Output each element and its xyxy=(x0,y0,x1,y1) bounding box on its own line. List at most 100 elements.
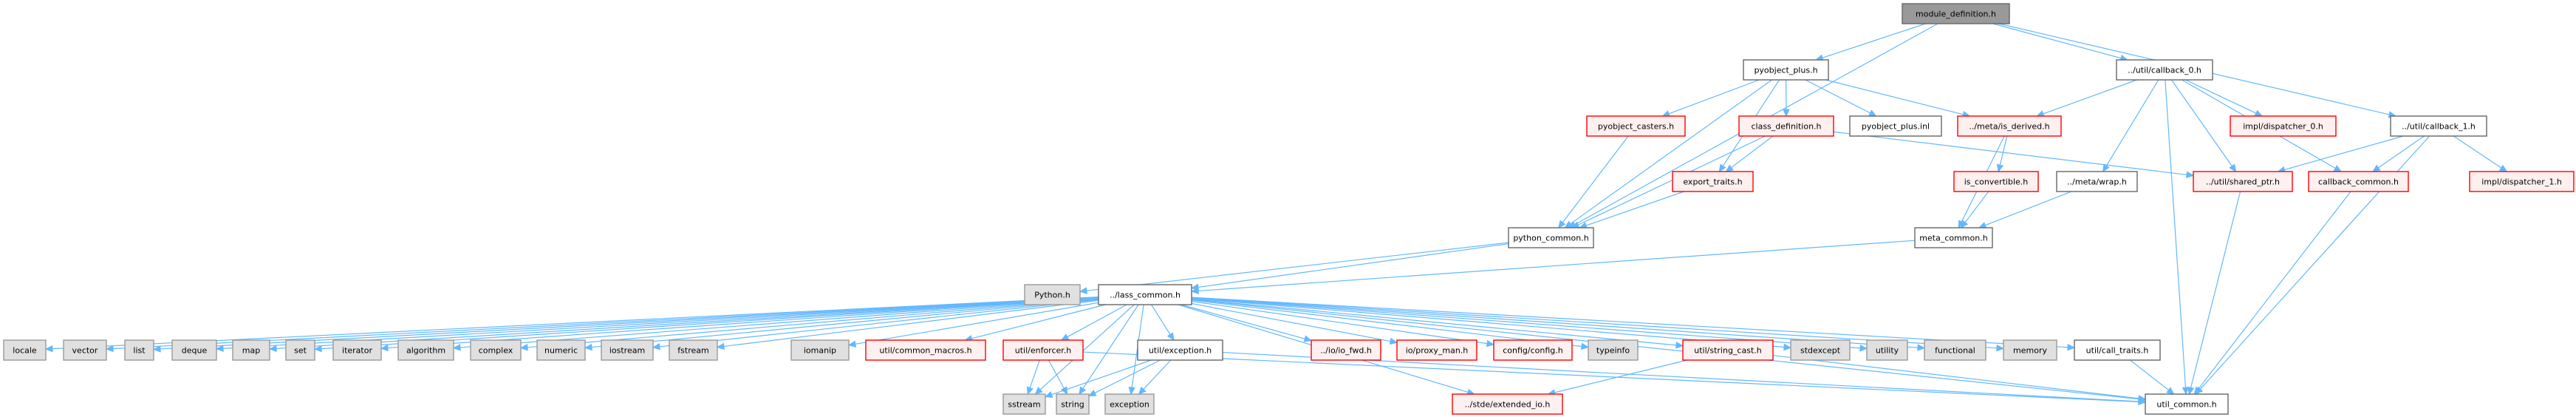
node-call-traits[interactable]: util/call_traits.h xyxy=(2074,339,2161,361)
node-label: set xyxy=(294,346,307,356)
node-box xyxy=(1743,59,1829,81)
edge-pyobject_plus-to-python_common xyxy=(1564,79,1772,228)
node-box xyxy=(2145,393,2229,415)
arrowhead-icon xyxy=(452,344,461,351)
edge-line xyxy=(1585,191,1684,226)
node-typeinfo: typeinfo xyxy=(1588,339,1639,361)
node-dispatcher-0[interactable]: impl/dispatcher_0.h xyxy=(2230,115,2337,137)
edge-line xyxy=(2043,79,2137,115)
edge-line xyxy=(2378,135,2425,169)
node-config[interactable]: config/config.h xyxy=(1493,339,1573,361)
node-exception-h[interactable]: util/exception.h xyxy=(1137,339,1223,361)
edge-line xyxy=(2165,79,2187,388)
node-box xyxy=(1024,284,1081,305)
node-box xyxy=(1953,171,2039,192)
node-label: deque xyxy=(182,346,208,356)
edge-callback_1-to-callback_common xyxy=(2372,135,2425,172)
node-dispatcher-1[interactable]: impl/dispatcher_1.h xyxy=(2469,171,2575,192)
edge-pyobject_plus-to-pyobject_casters xyxy=(1661,79,1760,118)
edge-line xyxy=(855,302,1099,345)
node-box xyxy=(2308,171,2409,192)
node-export-traits[interactable]: export_traits.h xyxy=(1672,171,1754,192)
node-callback-0[interactable]: ../util/callback_0.h xyxy=(2116,59,2213,81)
edge-line xyxy=(2105,79,2159,166)
arrowhead-icon xyxy=(2182,387,2190,396)
node-pyobject-casters[interactable]: pyobject_casters.h xyxy=(1586,115,1686,137)
edge-lass_common-to-io_fwd xyxy=(1181,304,1313,342)
edge-line xyxy=(1668,79,1760,115)
node-deque: deque xyxy=(171,339,217,361)
edge-line xyxy=(1143,359,1172,390)
node-numeric: numeric xyxy=(536,339,586,361)
edge-line xyxy=(1731,135,1774,169)
node-enforcer[interactable]: util/enforcer.h xyxy=(1002,339,1084,361)
node-box xyxy=(1849,115,1942,137)
node-extended-io[interactable]: ../stde/extended_io.h xyxy=(1452,393,1563,415)
node-util-common[interactable]: util_common.h xyxy=(2145,393,2229,415)
node-proxy-man[interactable]: io/proxy_man.h xyxy=(1396,339,1477,361)
node-label: ../util/callback_1.h xyxy=(2402,122,2476,132)
edge-callback_0-to-util_common xyxy=(2165,79,2190,396)
node-iomanip: iomanip xyxy=(790,339,850,361)
node-box xyxy=(1738,115,1834,137)
edge-line xyxy=(1191,299,2139,400)
edge-lass_common-to-iostream xyxy=(652,299,1099,350)
arrowhead-icon xyxy=(1581,342,1590,350)
node-is-derived[interactable]: ../meta/is_derived.h xyxy=(1957,115,2062,137)
edge-lass_common-to-list xyxy=(152,297,1099,353)
node-module-definition[interactable]: module_definition.h xyxy=(1902,3,2010,24)
node-locale: locale xyxy=(3,339,47,361)
node-label: class_definition.h xyxy=(1751,122,1821,132)
edge-line xyxy=(1048,359,1065,389)
node-label: python_common.h xyxy=(1513,234,1588,243)
node-python-common[interactable]: python_common.h xyxy=(1508,227,1594,248)
edge-line xyxy=(1051,359,1152,396)
edge-enforcer-to-string xyxy=(1048,359,1068,396)
node-lass-common[interactable]: ../lass_common.h xyxy=(1098,284,1192,305)
edge-callback_1-to-shared_ptr xyxy=(2277,135,2404,174)
edge-line xyxy=(1198,240,1916,292)
edge-line xyxy=(1964,191,1989,223)
node-meta-wrap[interactable]: ../meta/wrap.h xyxy=(2056,171,2138,192)
node-is-convertible[interactable]: is_convertible.h xyxy=(1953,171,2039,192)
node-box xyxy=(2193,171,2293,192)
node-box xyxy=(1002,393,1046,415)
arrowhead-icon xyxy=(1718,163,1726,173)
node-set: set xyxy=(285,339,315,361)
edge-callback_common-to-util_common xyxy=(2193,191,2351,395)
node-class-definition[interactable]: class_definition.h xyxy=(1738,115,1834,137)
node-pyobject-plus[interactable]: pyobject_plus.h xyxy=(1743,59,1829,81)
arrowhead-icon xyxy=(1079,386,1087,396)
edge-line xyxy=(1029,359,1040,388)
node-box xyxy=(1396,339,1477,361)
edge-exception_h-to-exception xyxy=(1138,359,1172,395)
edge-lass_common-to-vector xyxy=(105,297,1099,353)
node-box xyxy=(124,339,154,361)
node-box xyxy=(1493,339,1573,361)
edge-line xyxy=(2190,191,2241,388)
node-functional: functional xyxy=(1924,339,1986,361)
node-label: numeric xyxy=(544,346,578,356)
arrowhead-icon xyxy=(2185,171,2195,178)
edge-lass_common-to-string xyxy=(1079,304,1139,396)
node-label: module_definition.h xyxy=(1916,10,1996,19)
node-label: util/enforcer.h xyxy=(1015,346,1072,356)
node-common-macros[interactable]: util/common_macros.h xyxy=(865,339,986,361)
node-pyobject-plus-inl[interactable]: pyobject_plus.inl xyxy=(1849,115,1942,137)
node-string-cast[interactable]: util/string_cast.h xyxy=(1682,339,1774,361)
node-box xyxy=(1682,339,1774,361)
node-callback-common[interactable]: callback_common.h xyxy=(2308,171,2409,192)
edge-line xyxy=(1562,135,1629,223)
node-shared-ptr[interactable]: ../util/shared_ptr.h xyxy=(2193,171,2293,192)
node-io-fwd[interactable]: ../io/io_fwd.h xyxy=(1311,339,1381,361)
node-callback-1[interactable]: ../util/callback_1.h xyxy=(2390,115,2487,137)
node-meta-common[interactable]: meta_common.h xyxy=(1914,227,1993,248)
node-string: string xyxy=(1056,393,1090,415)
edge-is_derived-to-is_convertible xyxy=(1996,135,2008,173)
node-label: sstream xyxy=(1008,400,1040,410)
edge-line xyxy=(1191,297,1919,348)
arrowhead-icon xyxy=(215,345,224,352)
arrowhead-icon xyxy=(1166,332,1175,342)
node-label: impl/dispatcher_1.h xyxy=(2481,177,2562,187)
node-label: impl/dispatcher_0.h xyxy=(2243,122,2323,132)
